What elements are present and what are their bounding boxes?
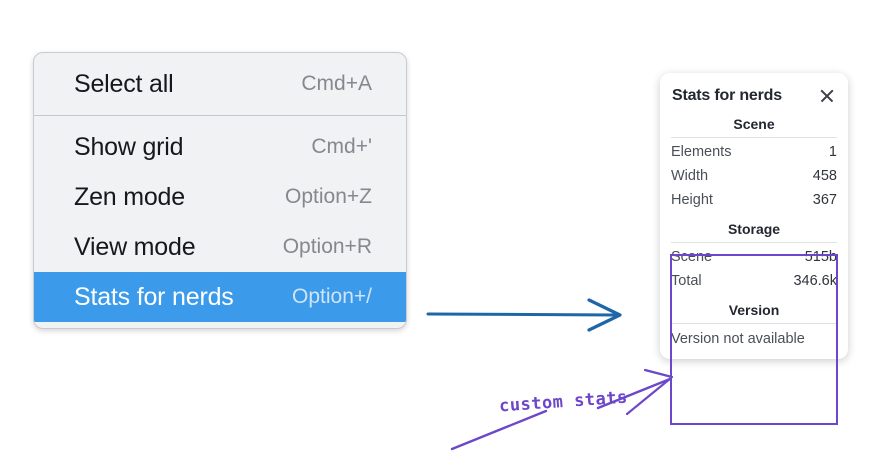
stat-name: Width xyxy=(671,168,709,184)
stat-name: Scene xyxy=(671,249,713,265)
stat-value: 367 xyxy=(812,192,837,208)
handwritten-annotation: custom stats xyxy=(498,387,629,417)
menu-item-label: View mode xyxy=(74,232,196,261)
menu-item-shortcut: Cmd+A xyxy=(301,72,372,95)
stat-row: Total 346.6k xyxy=(671,269,837,293)
panel-title: Stats for nerds xyxy=(672,87,782,104)
menu-item-show-grid[interactable]: Show grid Cmd+' xyxy=(34,122,406,172)
stat-row: Height 367 xyxy=(671,188,837,212)
section-storage: Storage Scene 515b Total 346.6k xyxy=(660,212,848,293)
purple-underline-stroke xyxy=(450,409,548,451)
menu-item-label: Zen mode xyxy=(74,182,185,211)
stat-name: Total xyxy=(671,273,702,289)
stat-row: Elements 1 xyxy=(671,140,837,164)
divider xyxy=(671,242,837,243)
blue-arrow-icon xyxy=(426,298,622,332)
menu-item-shortcut: Cmd+' xyxy=(311,135,372,158)
menu-item-shortcut: Option+Z xyxy=(285,185,372,208)
menu-item-select-all[interactable]: Select all Cmd+A xyxy=(34,59,406,109)
section-heading: Scene xyxy=(733,116,775,132)
menu-item-stats-for-nerds[interactable]: Stats for nerds Option+/ xyxy=(34,272,406,322)
divider xyxy=(671,137,837,138)
menu-item-shortcut: Option+/ xyxy=(292,285,372,308)
stat-value: 346.6k xyxy=(793,273,837,289)
menu-item-label: Stats for nerds xyxy=(74,282,234,311)
close-icon[interactable] xyxy=(818,87,836,105)
context-menu-group-2: Show grid Cmd+' Zen mode Option+Z View m… xyxy=(34,116,406,328)
stat-name: Height xyxy=(671,192,713,208)
version-text: Version not available xyxy=(671,331,805,347)
context-menu-group-1: Select all Cmd+A xyxy=(34,53,406,116)
section-heading: Version xyxy=(728,302,780,318)
divider xyxy=(671,323,837,324)
menu-item-label: Show grid xyxy=(74,132,184,161)
stat-value: 515b xyxy=(804,249,837,265)
section-scene: Scene Elements 1 Width 458 Height 367 xyxy=(660,107,848,212)
menu-item-view-mode[interactable]: View mode Option+R xyxy=(34,222,406,272)
context-menu[interactable]: Select all Cmd+A Show grid Cmd+' Zen mod… xyxy=(33,52,407,329)
section-heading: Storage xyxy=(727,221,781,237)
menu-item-label: Select all xyxy=(74,69,174,98)
section-version: Version Version not available xyxy=(660,293,848,349)
stats-for-nerds-panel: Stats for nerds Scene Elements 1 Width 4… xyxy=(660,73,848,359)
menu-item-zen-mode[interactable]: Zen mode Option+Z xyxy=(34,172,406,222)
menu-item-shortcut: Option+R xyxy=(282,235,372,258)
stat-row: Width 458 xyxy=(671,164,837,188)
panel-header: Stats for nerds xyxy=(660,83,848,107)
stat-value: 458 xyxy=(812,168,837,184)
stat-name: Elements xyxy=(671,144,732,160)
stat-value: 1 xyxy=(828,144,837,160)
stat-row: Scene 515b xyxy=(671,245,837,269)
